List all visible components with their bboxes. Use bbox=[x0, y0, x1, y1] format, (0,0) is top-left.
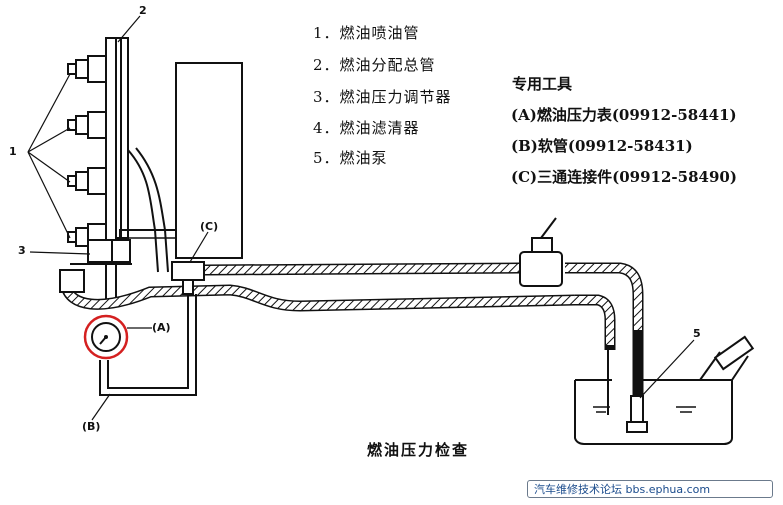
callout-5-leader bbox=[639, 339, 695, 399]
legend-item-1: 1．燃油喷油管 bbox=[313, 24, 420, 42]
injector bbox=[67, 111, 107, 139]
watermark: 汽车维修技术论坛 bbs.ephua.com bbox=[527, 480, 773, 498]
vacuum-hose bbox=[127, 149, 159, 273]
legend-item-4: 4．燃油滤清器 bbox=[313, 119, 420, 137]
callout-A: (A) bbox=[152, 321, 171, 334]
callout-1: 1 bbox=[9, 145, 17, 158]
callout-C: (C) bbox=[200, 220, 219, 233]
diagram-caption: 燃油压力检查 bbox=[367, 441, 470, 459]
callout-B-leader bbox=[91, 393, 111, 421]
fuel-tank bbox=[574, 335, 755, 445]
callout-1-leaders bbox=[27, 73, 71, 239]
fuel-pump bbox=[626, 395, 648, 433]
injector bbox=[67, 55, 107, 83]
callout-5: 5 bbox=[693, 327, 701, 340]
fuel-filter bbox=[519, 217, 563, 287]
fuel-pressure-gauge bbox=[83, 314, 129, 360]
callout-3: 3 bbox=[18, 244, 26, 257]
callout-B: (B) bbox=[82, 420, 101, 433]
legend-item-3: 3．燃油压力调节器 bbox=[313, 88, 452, 106]
legend-item-5: 5．燃油泵 bbox=[313, 149, 388, 167]
intake-box bbox=[175, 62, 243, 259]
tool-C: (C)三通连接件(09912-58490) bbox=[511, 168, 737, 186]
callout-C-leader bbox=[189, 231, 209, 263]
callout-3-leader bbox=[29, 251, 91, 255]
callout-2: 2 bbox=[139, 4, 147, 17]
fuel-injectors bbox=[67, 55, 107, 251]
hose-B bbox=[107, 294, 189, 389]
pressure-regulator bbox=[70, 239, 132, 265]
tools-heading: 专用工具 bbox=[512, 75, 573, 93]
legend-item-2: 2．燃油分配总管 bbox=[313, 56, 436, 74]
callout-2-leader bbox=[117, 15, 141, 43]
injector bbox=[67, 167, 107, 195]
fuel-rail bbox=[105, 37, 129, 301]
tool-A: (A)燃油压力表(09912-58441) bbox=[511, 106, 737, 124]
tool-B: (B)软管(09912-58431) bbox=[511, 137, 693, 155]
